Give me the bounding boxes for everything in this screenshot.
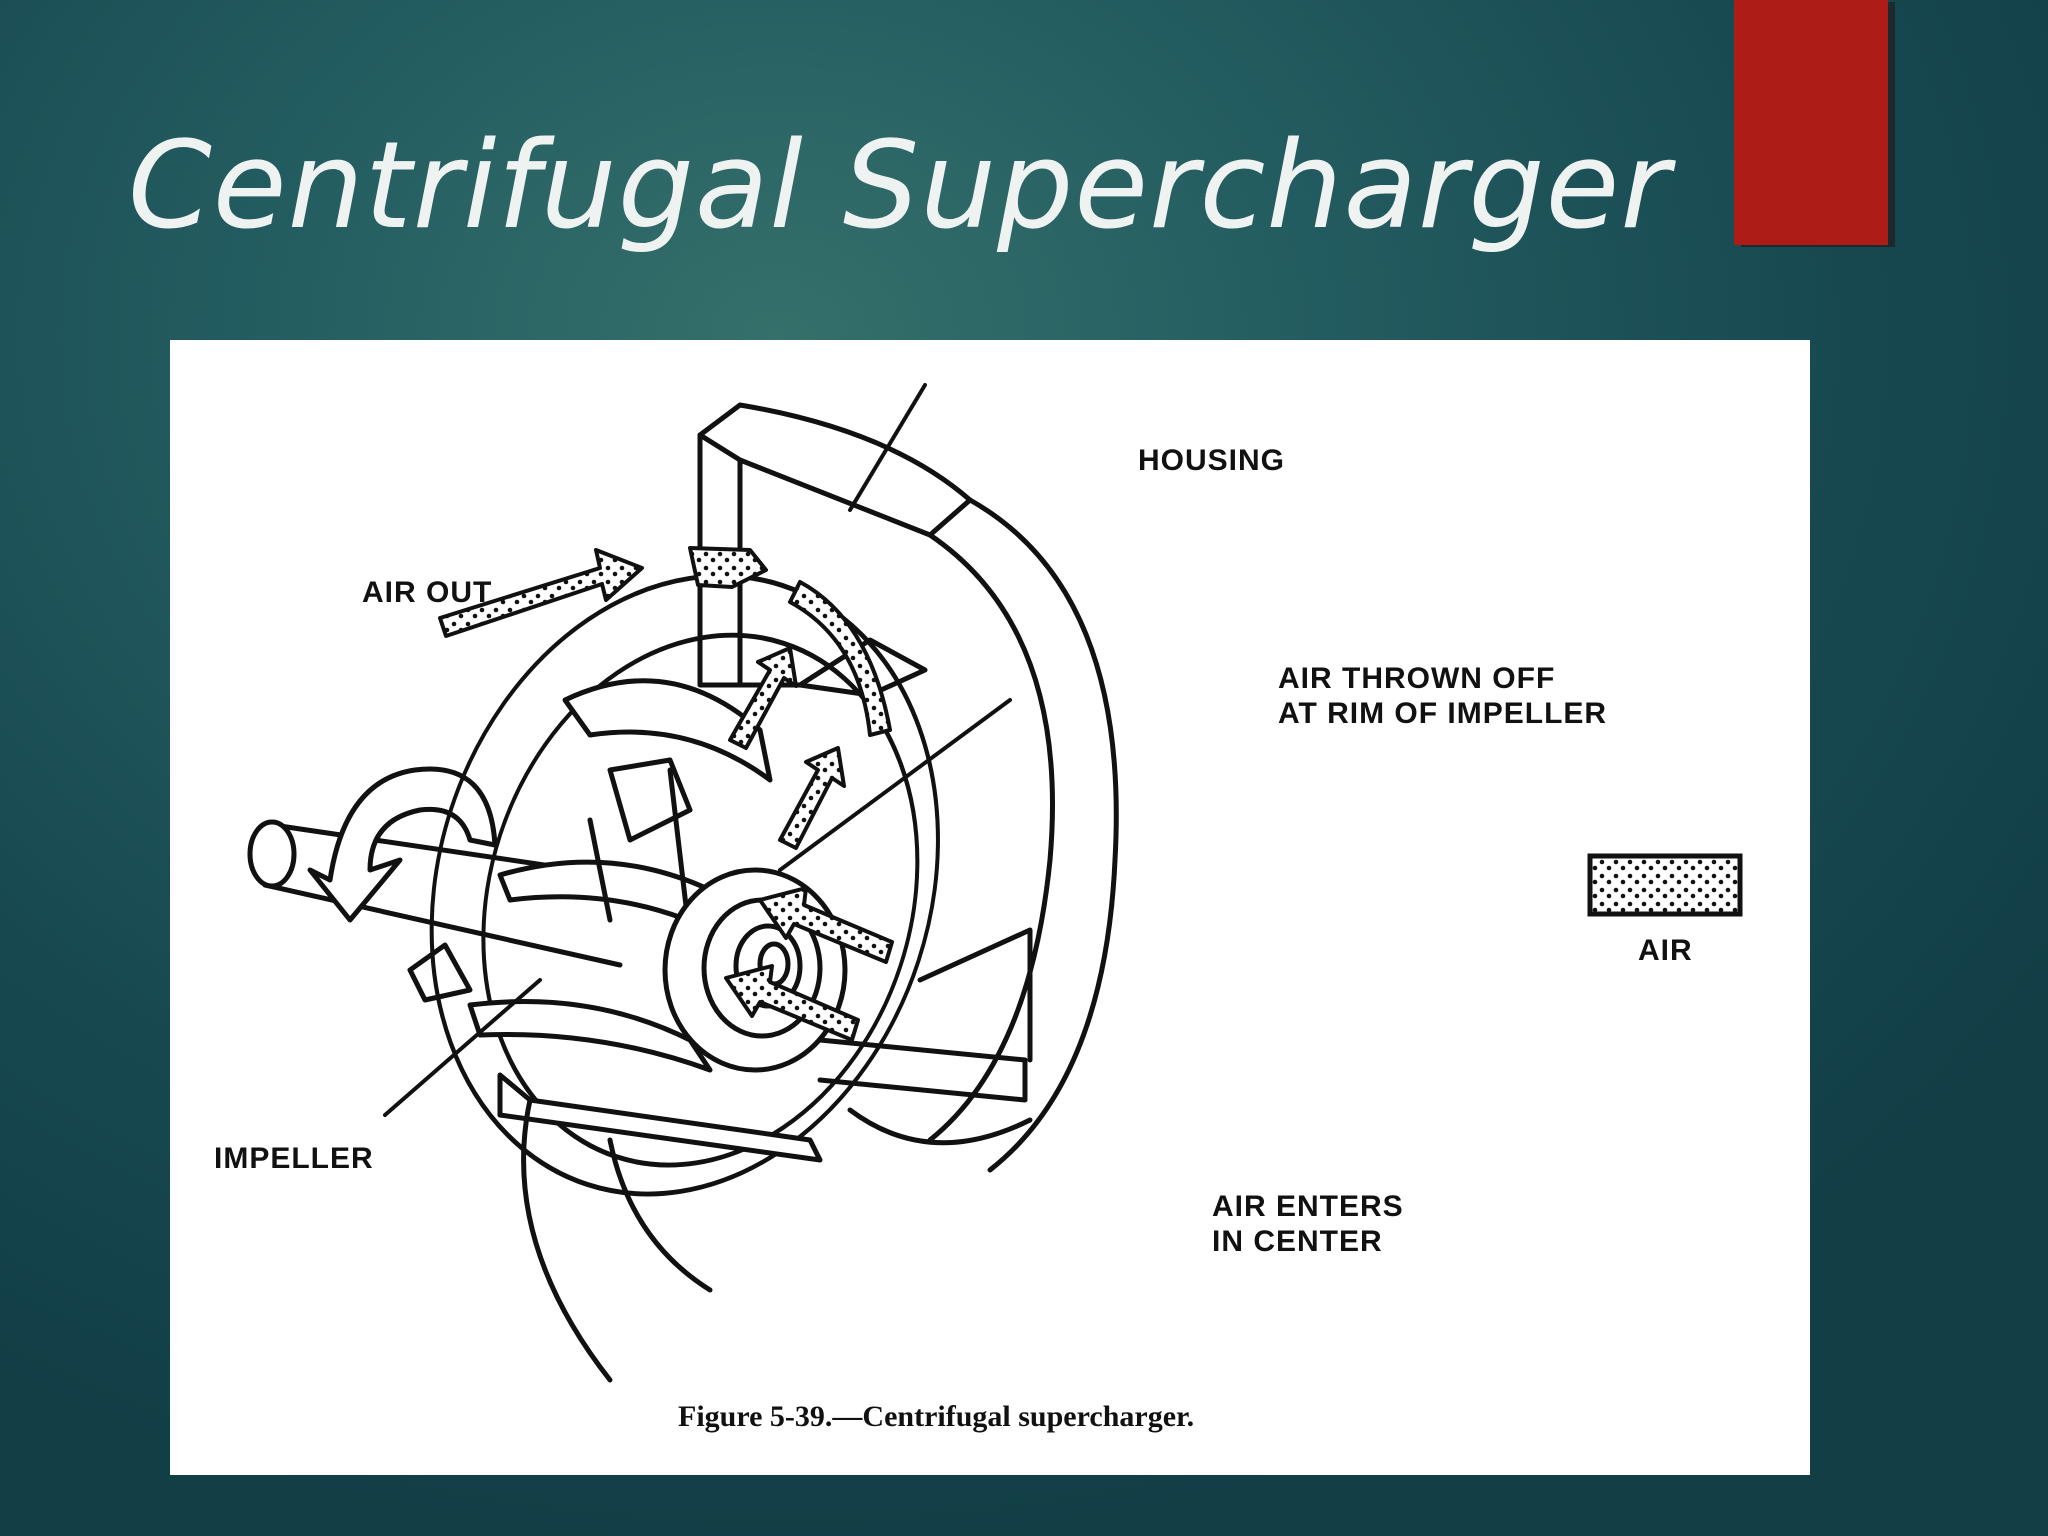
air-arrow-out-small bbox=[688, 546, 768, 589]
air-arrow-in-1 bbox=[758, 886, 894, 964]
rotation-arrow bbox=[307, 766, 498, 923]
air-arrow-out bbox=[438, 548, 644, 638]
air-arrow-rim-2 bbox=[778, 746, 846, 850]
impeller-ring bbox=[429, 573, 940, 1197]
accent-bar bbox=[1734, 0, 1888, 245]
air-legend-swatch bbox=[1587, 853, 1743, 917]
leader-housing bbox=[848, 383, 927, 512]
label-air-out: AIR OUT bbox=[362, 576, 493, 609]
figure-caption: Figure 5-39.—Centrifugal supercharger. bbox=[678, 1400, 1195, 1433]
front-housing bbox=[497, 927, 1033, 1383]
rotation-arrow-tail bbox=[407, 942, 473, 1003]
label-air-thrown-off: AIR THROWN OFF AT RIM OF IMPELLER bbox=[1278, 662, 1608, 730]
label-impeller: IMPELLER bbox=[214, 1142, 374, 1175]
label-air-enters: AIR ENTERS IN CENTER bbox=[1212, 1190, 1404, 1258]
label-legend-air: AIR bbox=[1638, 934, 1693, 967]
leader-air-thrown bbox=[778, 698, 1012, 872]
housing bbox=[697, 402, 1119, 1173]
slide-title: Centrifugal Supercharger bbox=[128, 117, 1671, 256]
air-arrow-rim-1 bbox=[728, 646, 798, 750]
leader-impeller bbox=[383, 978, 542, 1117]
air-arrow-in-2 bbox=[724, 964, 860, 1042]
figure-panel: HOUSING AIR OUT AIR THROWN OFF AT RIM OF… bbox=[170, 340, 1810, 1475]
air-arrow-curved bbox=[788, 580, 892, 737]
supercharger-diagram bbox=[247, 383, 1743, 1383]
label-housing: HOUSING bbox=[1138, 444, 1286, 477]
